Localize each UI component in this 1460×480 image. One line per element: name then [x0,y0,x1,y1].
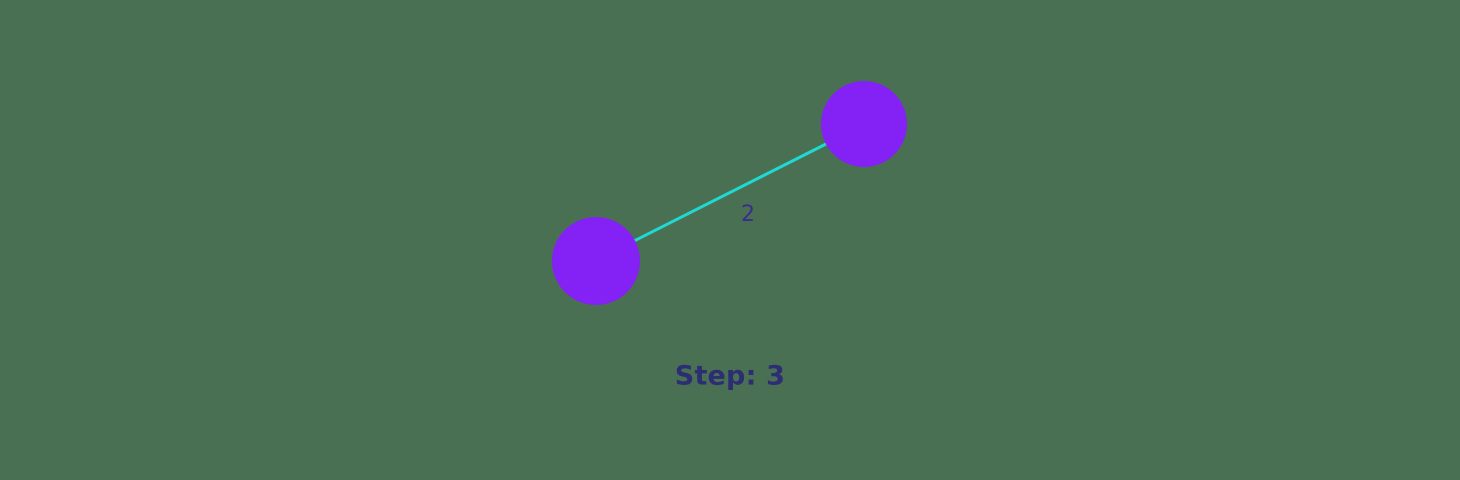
node-layer [552,81,907,305]
edge-layer [633,142,827,243]
caption-layer: Step: 3 [675,361,785,392]
graph-node-b[interactable] [821,81,907,167]
step-caption: Step: 3 [675,361,785,392]
edge-label-layer: 2 [741,202,755,227]
graph-edge-a-b[interactable] [633,142,827,243]
edge-weight-label: 2 [741,202,755,227]
graph-node-a[interactable] [552,217,640,305]
